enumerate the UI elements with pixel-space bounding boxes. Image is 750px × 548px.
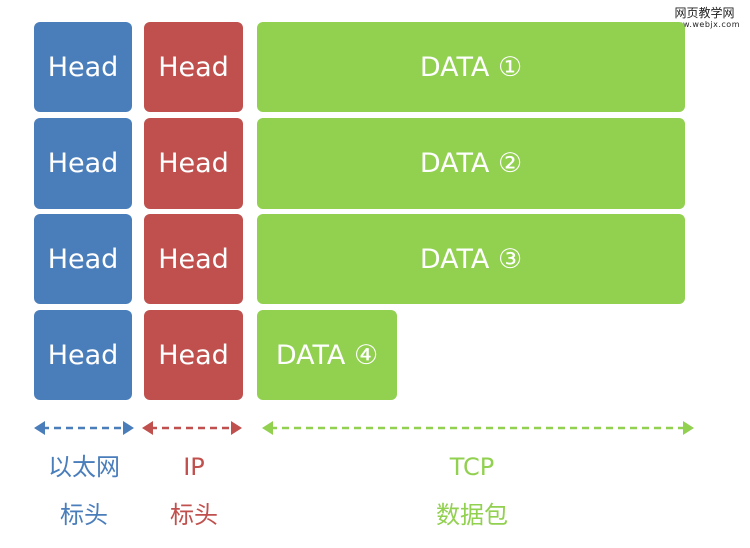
ethernet-head-block: Head [34, 214, 132, 304]
tcp-data-block: DATA ② [257, 118, 685, 209]
tcp-data-block: DATA ③ [257, 214, 685, 304]
watermark-title: 网页教学网 [674, 6, 735, 20]
tcp-span-arrow [262, 418, 694, 438]
ethernet-head-block: Head [34, 22, 132, 112]
ip-head-block: Head [144, 310, 243, 400]
tcp-label: TCP [449, 453, 495, 481]
ip-head-block: Head [144, 214, 243, 304]
ethernet-head-block: Head [34, 118, 132, 209]
tcp-sublabel: 数据包 [436, 501, 508, 529]
ethernet-span-arrow [34, 418, 134, 438]
watermark: 网页教学网 www.webjx.com [669, 6, 740, 30]
tcp-data-block: DATA ④ [257, 310, 397, 400]
tcp-data-block: DATA ① [257, 22, 685, 112]
ethernet-head-block: Head [34, 310, 132, 400]
ethernet-label: 以太网 [48, 453, 120, 481]
ip-label: IP [183, 453, 205, 481]
watermark-url: www.webjx.com [668, 20, 740, 29]
ip-sublabel: 标头 [170, 501, 218, 529]
ethernet-sublabel: 标头 [60, 501, 108, 529]
ip-head-block: Head [144, 118, 243, 209]
ip-head-block: Head [144, 22, 243, 112]
ip-span-arrow [142, 418, 242, 438]
